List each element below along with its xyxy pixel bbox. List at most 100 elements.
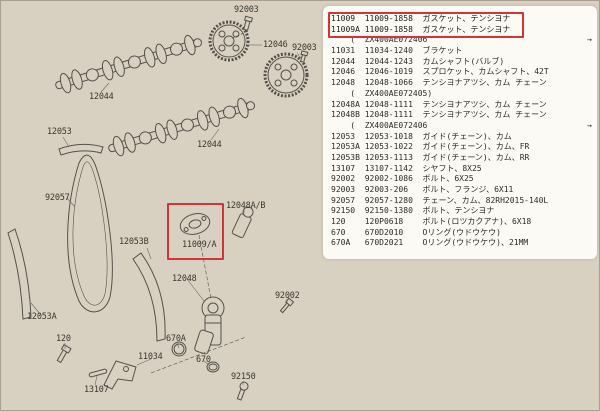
sprocket-a: [208, 20, 250, 62]
part-number-label: 12044: [197, 140, 222, 150]
part-number-label: 12046: [263, 40, 288, 50]
part-row-text: 11031 11034-1240 ブラケット: [331, 46, 463, 56]
gasket-11009: [179, 213, 211, 235]
parts-list-row: 12048B 12048-1111 テンシヨナアツシ、カム チェーン: [331, 110, 593, 121]
part-row-text: 92150 92150-1380 ボルト、テンシヨナ: [331, 206, 495, 216]
parts-list-row: 92150 92150-1380 ボルト、テンシヨナ: [331, 206, 593, 217]
part-row-text: 11009 11009-1858 ガスケット、テンシヨナ: [331, 14, 511, 23]
part-row-text: ( ZX400AE072405): [331, 88, 433, 98]
continuation-arrow-icon: [592, 185, 593, 196]
continuation-arrow-icon: →: [587, 120, 592, 130]
bolt-120: [56, 343, 72, 364]
part-number-label: 11034: [138, 352, 163, 362]
sprocket-b: [263, 52, 309, 98]
highlight-box: [167, 203, 224, 260]
shaft-13107: [88, 368, 108, 378]
parts-list-row: 12053B 12053-1113 ガイド(チェーン)、カム、RR: [331, 153, 593, 164]
part-number-label: 13107: [84, 385, 109, 395]
parts-list-row: 92003 92003-206 ボルト、フランジ、6X11: [331, 185, 593, 196]
part-row-text: 670A 670D2021 Oリング(ウドウケウ)、21MM: [331, 238, 529, 248]
parts-list-row: 12053 12053-1018 ガイド(チェーン)、カム: [331, 132, 593, 143]
continuation-arrow-icon: [592, 132, 593, 143]
part-row-text: 12044 12044-1243 カムシャフト(バルブ): [331, 56, 505, 66]
guide-12053b: [132, 252, 166, 342]
part-row-text: 12048 12048-1066 テンシヨナアツシ、カム チェーン: [331, 78, 547, 88]
continuation-arrow-icon: [592, 174, 593, 185]
part-number-label: 92003: [234, 5, 259, 15]
guide-12053a: [7, 228, 32, 320]
parts-list-row: 12048A 12048-1111 テンシヨナアツシ、カム チェーン: [331, 100, 593, 111]
part-row-text: ( ZX400AE072406: [331, 120, 428, 130]
highlight-box: [328, 12, 524, 38]
continuation-arrow-icon: [592, 142, 593, 153]
part-row-text: 92057 92057-1280 チェーン、カム、82RH2015-140L: [331, 195, 549, 205]
part-row-text: 12046 12046-1019 スプロケット、カムシャフト、42T: [331, 67, 549, 77]
bolt-92150: [236, 381, 249, 401]
tensioner-cap-12048ab: [231, 206, 254, 239]
continuation-arrow-icon: [592, 196, 593, 207]
part-row-text: 13107 13107-1142 シヤフト、8X25: [331, 163, 482, 173]
parts-list-row: 92057 92057-1280 チェーン、カム、82RH2015-140L: [331, 196, 593, 207]
part-number-label: 12053: [47, 127, 72, 137]
tensioner-plunger: [194, 329, 214, 355]
parts-list-row: 120 120P0618 ボルト(ロツカクアナ)、6X18: [331, 217, 593, 228]
part-number-label: 670A: [166, 334, 186, 344]
part-number-label: 92057: [45, 193, 70, 203]
continuation-arrow-icon: [592, 110, 593, 121]
continuation-arrow-icon: [592, 89, 593, 100]
parts-list-row: 11009A 11009-1858 ガスケット、テンシヨナ: [331, 25, 593, 36]
continuation-arrow-icon: [592, 153, 593, 164]
part-row-text: 12048A 12048-1111 テンシヨナアツシ、カム チェーン: [331, 99, 547, 109]
continuation-arrow-icon: [592, 25, 593, 36]
part-number-label: 670: [196, 355, 211, 365]
part-number-label: 12048: [172, 274, 197, 284]
parts-list-row: 11009 11009-1858 ガスケット、テンシヨナ: [331, 14, 593, 25]
parts-list-row: ( ZX400AE072405): [331, 89, 593, 100]
continuation-arrow-icon: [592, 57, 593, 68]
part-row-text: 92003 92003-206 ボルト、フランジ、6X11: [331, 185, 514, 194]
parts-list: 11009 11009-1858 ガスケット、テンシヨナ 11009A 1100…: [331, 14, 593, 249]
part-number-label: 120: [56, 334, 71, 344]
part-number-label: 11009/A: [182, 240, 217, 250]
bolt-92002: [279, 297, 295, 314]
part-row-text: 12048B 12048-1111 テンシヨナアツシ、カム チェーン: [331, 110, 547, 120]
parts-list-row: ( ZX400AE072406 →: [331, 35, 593, 46]
part-number-label: 12053A: [27, 312, 57, 322]
continuation-arrow-icon: [592, 228, 593, 239]
bolt-92003-b: [300, 50, 309, 63]
part-number-label: 92003: [292, 43, 317, 53]
cam-chain: [67, 154, 113, 313]
camshaft-2: [108, 97, 256, 157]
part-number-label: 12044: [89, 92, 114, 102]
continuation-arrow-icon: [592, 46, 593, 57]
parts-list-row: ( ZX400AE072406 →: [331, 121, 593, 132]
part-row-text: 120 120P0618 ボルト(ロツカクアナ)、6X18: [331, 217, 532, 227]
o-ring-670a: [171, 341, 187, 357]
part-number-label: 12053B: [119, 237, 149, 247]
parts-list-row: 12053A 12053-1022 ガイド(チェーン)、カム、FR: [331, 142, 593, 153]
continuation-arrow-icon: [592, 206, 593, 217]
part-row-text: 12053A 12053-1022 ガイド(チェーン)、カム、FR: [331, 142, 530, 152]
part-number-label: 92002: [275, 291, 300, 301]
bolt-92003-top: [243, 15, 254, 31]
tensioner-12048: [201, 296, 225, 346]
part-number-label: 92150: [231, 372, 256, 382]
parts-list-row: 12044 12044-1243 カムシャフト(バルブ): [331, 57, 593, 68]
parts-list-row: 13107 13107-1142 シヤフト、8X25: [331, 164, 593, 175]
o-ring-670: [206, 361, 220, 373]
part-row-text: ( ZX400AE072406: [331, 35, 428, 45]
guide-12053: [58, 143, 104, 156]
part-row-text: 670 670D2010 Oリング(ウドウケウ): [331, 227, 501, 237]
part-row-text: 12053 12053-1018 ガイド(チェーン)、カム: [331, 131, 512, 141]
part-row-text: 11009A 11009-1858 ガスケット、テンシヨナ: [331, 24, 511, 34]
part-row-text: 12053B 12053-1113 ガイド(チェーン)、カム、RR: [331, 152, 530, 162]
continuation-arrow-icon: [592, 217, 593, 228]
parts-list-row: 12046 12046-1019 スプロケット、カムシャフト、42T: [331, 67, 593, 78]
parts-list-row: 670 670D2010 Oリング(ウドウケウ): [331, 228, 593, 239]
parts-list-row: 670A 670D2021 Oリング(ウドウケウ)、21MM: [331, 238, 593, 249]
bracket-11034: [103, 360, 137, 390]
continuation-arrow-icon: →: [587, 35, 592, 45]
part-number-label: 12048A/B: [226, 201, 266, 211]
